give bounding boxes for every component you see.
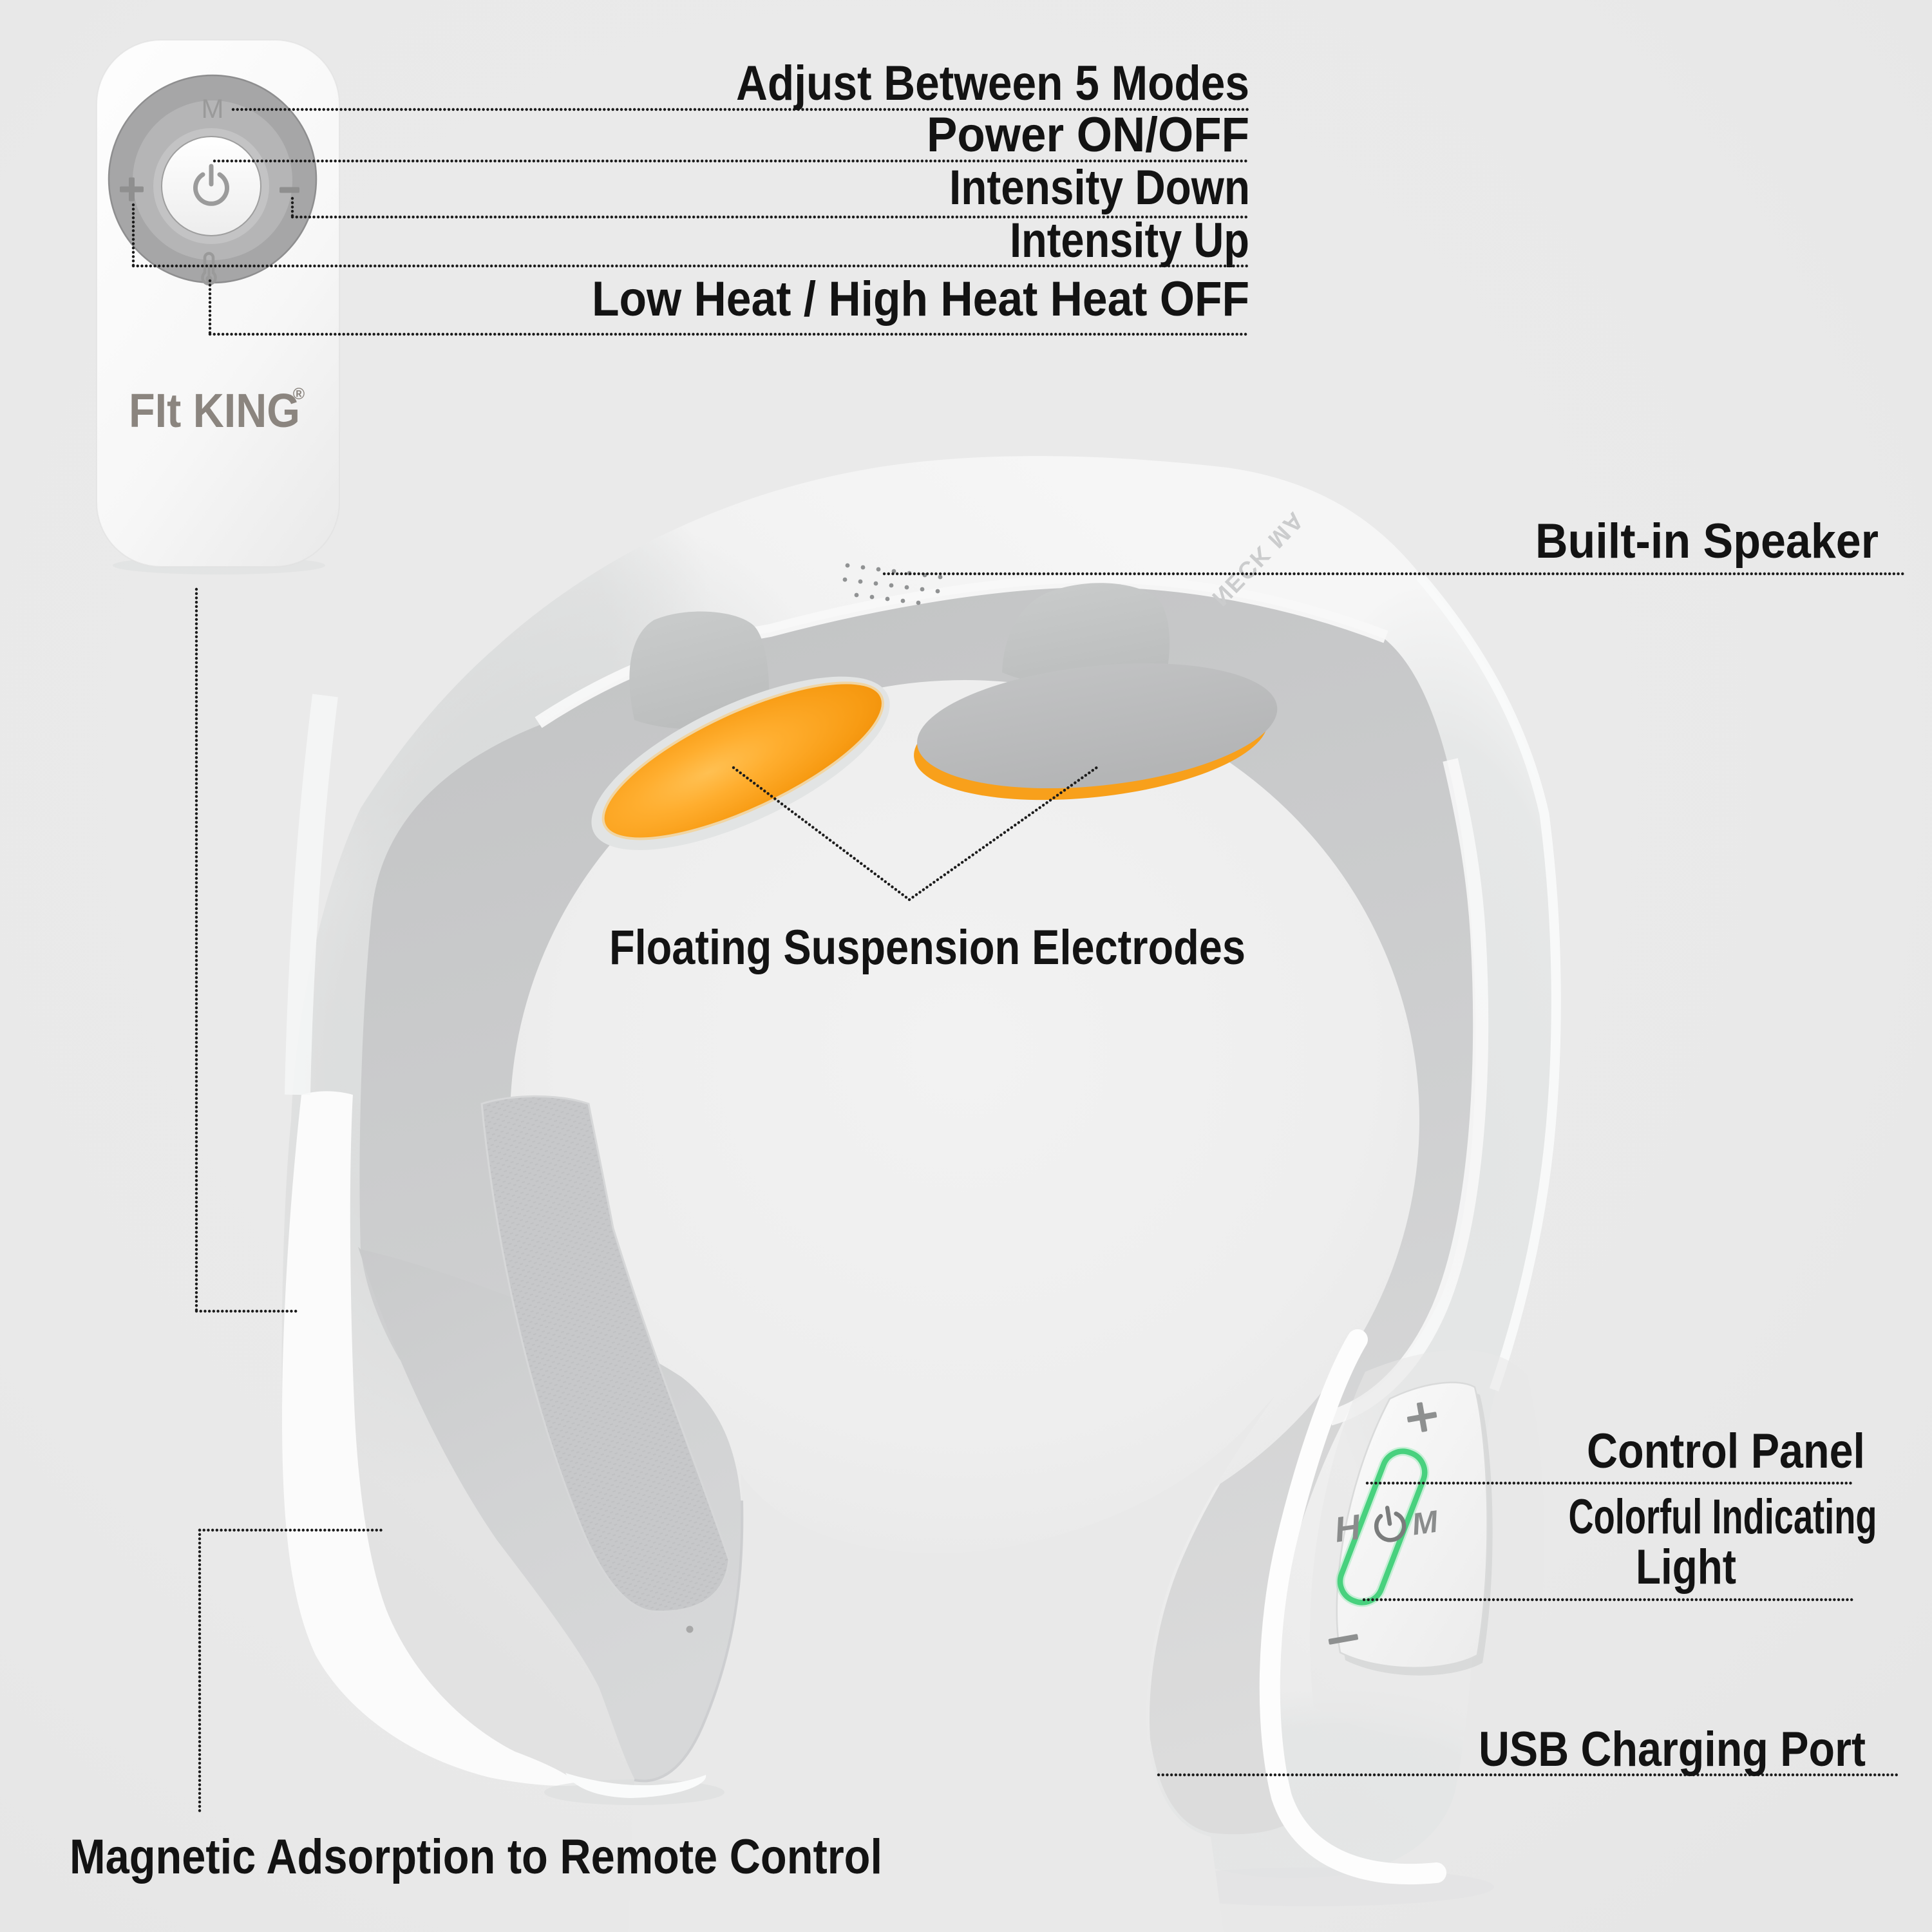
svg-text:Light: Light — [1636, 1540, 1736, 1595]
svg-text:Intensity Up: Intensity Up — [1010, 213, 1249, 268]
svg-text:Control Panel: Control Panel — [1587, 1424, 1865, 1479]
svg-text:USB Charging Port: USB Charging Port — [1479, 1722, 1866, 1777]
svg-text:Power ON/OFF: Power ON/OFF — [927, 108, 1249, 162]
svg-text:M: M — [1410, 1504, 1441, 1542]
svg-text:Colorful Indicating: Colorful Indicating — [1569, 1490, 1877, 1544]
svg-text:Magnetic Adsorption to Remote: Magnetic Adsorption to Remote Control — [70, 1830, 882, 1884]
svg-text:Floating Suspension Electrodes: Floating Suspension Electrodes — [609, 920, 1245, 975]
svg-text:M: M — [202, 93, 224, 124]
svg-text:Low Heat / High Heat Heat OFF: Low Heat / High Heat Heat OFF — [592, 272, 1249, 327]
svg-text:®: ® — [293, 385, 305, 403]
svg-text:Adjust Between 5 Modes: Adjust Between 5 Modes — [736, 56, 1249, 111]
svg-text:Built-in Speaker: Built-in Speaker — [1535, 514, 1879, 569]
svg-text:FIt KING: FIt KING — [129, 384, 300, 437]
svg-text:Intensity Down: Intensity Down — [949, 160, 1250, 215]
